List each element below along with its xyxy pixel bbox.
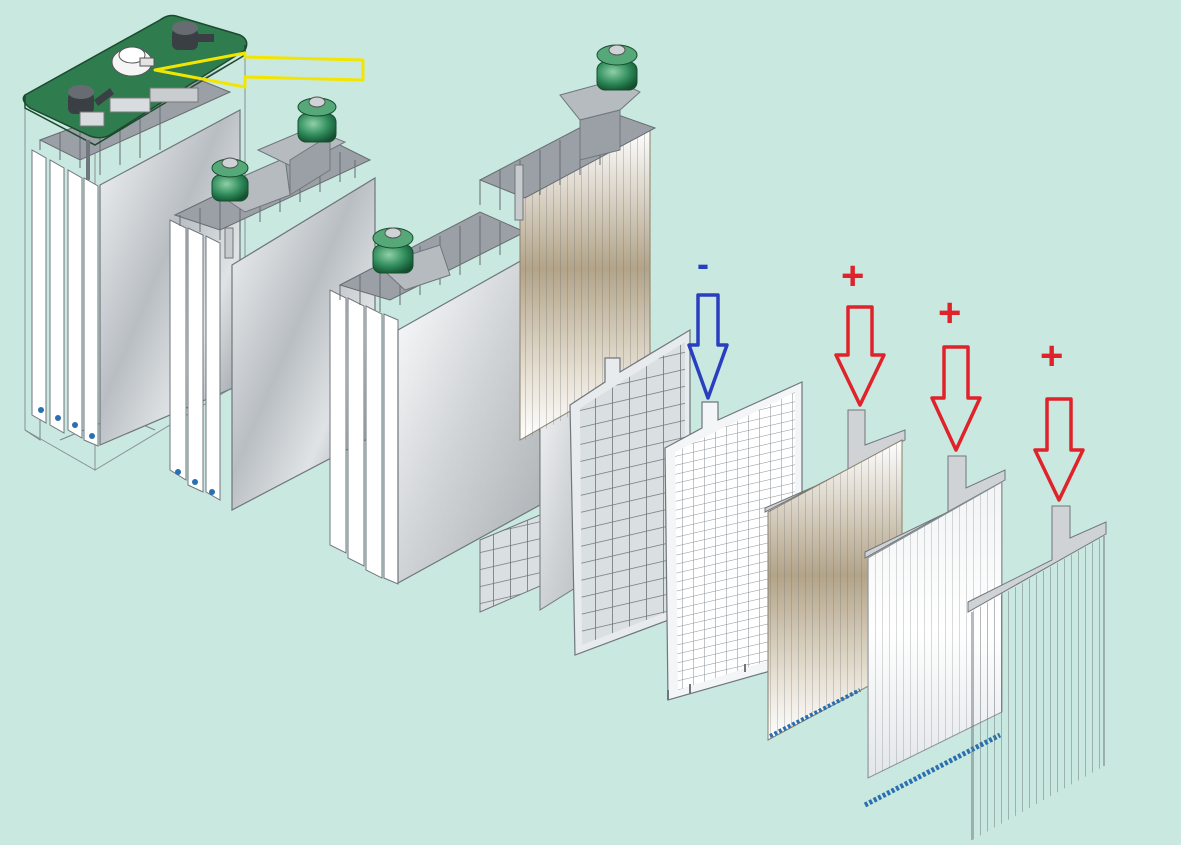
positive-sign-label-1: +: [841, 254, 865, 298]
positive-plate-white: [863, 455, 1006, 808]
cover-terminal-right: [172, 21, 214, 50]
red-down-arrow-icon: [834, 305, 886, 407]
terminal-post-2b: [297, 96, 337, 143]
cover-terminal-left: [68, 85, 114, 114]
terminal-post-3: [372, 227, 414, 274]
terminal-post-back: [596, 44, 638, 91]
positive-plate-spines: [967, 505, 1107, 840]
yellow-outline-arrow-icon: [153, 51, 365, 89]
red-down-arrow-icon: [1033, 397, 1085, 502]
grid-separator-plate: [569, 328, 691, 656]
positive-sign-label-3: +: [1040, 334, 1064, 378]
blue-down-arrow-icon: [687, 293, 729, 400]
red-down-arrow-icon: [930, 345, 982, 452]
plate-group-3: [329, 211, 541, 585]
negative-sign-label: -: [697, 243, 709, 284]
cell1-plate-stack: [31, 149, 99, 447]
terminal-post-2a: [211, 157, 249, 202]
green-battery-cover: [22, 14, 248, 139]
positive-sign-label-2: +: [938, 291, 962, 335]
vent-plug: [111, 46, 155, 77]
